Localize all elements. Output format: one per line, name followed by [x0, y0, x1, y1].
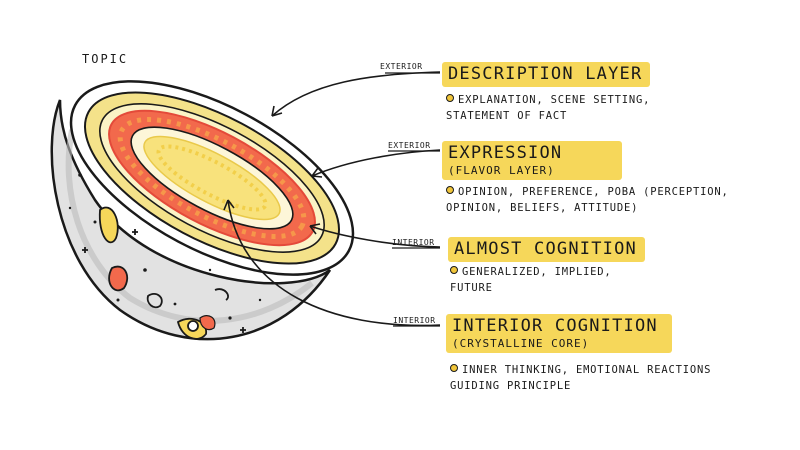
- crystalline-core: [143, 135, 281, 221]
- layer-bullet-interior-cognition: INNER THINKING, EMOTIONAL REACTIONS GUID…: [450, 362, 790, 395]
- layer-bullet-text-cont: FUTURE: [450, 282, 493, 295]
- layer-bullet-text: EXPLANATION, SCENE SETTING,: [458, 94, 651, 106]
- bullet-dot-icon: [446, 186, 454, 194]
- layer-title-interior-cognition-text: INTERIOR COGNITION: [452, 316, 658, 336]
- bullet-dot-icon: [450, 364, 458, 372]
- layer-tag-interior-cognition: INTERIOR: [393, 316, 436, 325]
- layer-subtitle-interior-cognition: (CRYSTALLINE CORE): [452, 337, 590, 351]
- layer-bullet-almost-cognition: GENERALIZED, IMPLIED, FUTURE: [450, 264, 790, 297]
- layer-tag-description: EXTERIOR: [380, 62, 423, 71]
- layer-bullet-expression: OPINION, PREFERENCE, POBA (PERCEPTION, O…: [446, 184, 786, 217]
- layer-bullet-text: INNER THINKING, EMOTIONAL REACTIONS: [462, 364, 712, 376]
- layer-subtitle-expression: (FLAVOR LAYER): [448, 164, 555, 178]
- layer-title-almost-cognition: ALMOST COGNITION: [448, 237, 645, 263]
- shell-speckles: [68, 173, 262, 320]
- layer-title-expression: EXPRESSION (FLAVOR LAYER): [442, 141, 623, 180]
- layer-bullet-text-cont: GUIDING PRINCIPLE: [450, 380, 572, 393]
- arrow-expression: [311, 149, 441, 177]
- arrow-interior-cognition: [227, 199, 441, 327]
- layer-bullet-text-cont: OPINION, BELIEFS, ATTITUDE): [446, 202, 639, 215]
- arrow-description: [271, 71, 441, 117]
- shell-inclusions: [82, 206, 246, 340]
- topic-label: TOPIC: [82, 52, 129, 66]
- layer-tag-almost-cognition: INTERIOR: [392, 238, 435, 247]
- layer-tag-expression: EXTERIOR: [388, 141, 431, 150]
- layer-title-almost-cognition-text: ALMOST COGNITION: [454, 239, 637, 259]
- layer-bullet-description: EXPLANATION, SCENE SETTING, STATEMENT OF…: [446, 92, 786, 125]
- layer-bullet-text: OPINION, PREFERENCE, POBA (PERCEPTION,: [458, 186, 729, 198]
- bullet-dot-icon: [450, 266, 458, 274]
- layer-title-expression-text: EXPRESSION: [448, 143, 563, 163]
- layer-title-description: DESCRIPTION LAYER: [442, 62, 651, 88]
- arrow-almost-cognition: [309, 225, 441, 248]
- bullet-dot-icon: [446, 94, 454, 102]
- layer-title-description-text: DESCRIPTION LAYER: [448, 64, 643, 84]
- layer-bullet-text: GENERALIZED, IMPLIED,: [462, 266, 612, 278]
- layer-bullet-text-cont: STATEMENT OF FACT: [446, 110, 568, 123]
- layer-title-interior-cognition: INTERIOR COGNITION (CRYSTALLINE CORE): [446, 314, 672, 353]
